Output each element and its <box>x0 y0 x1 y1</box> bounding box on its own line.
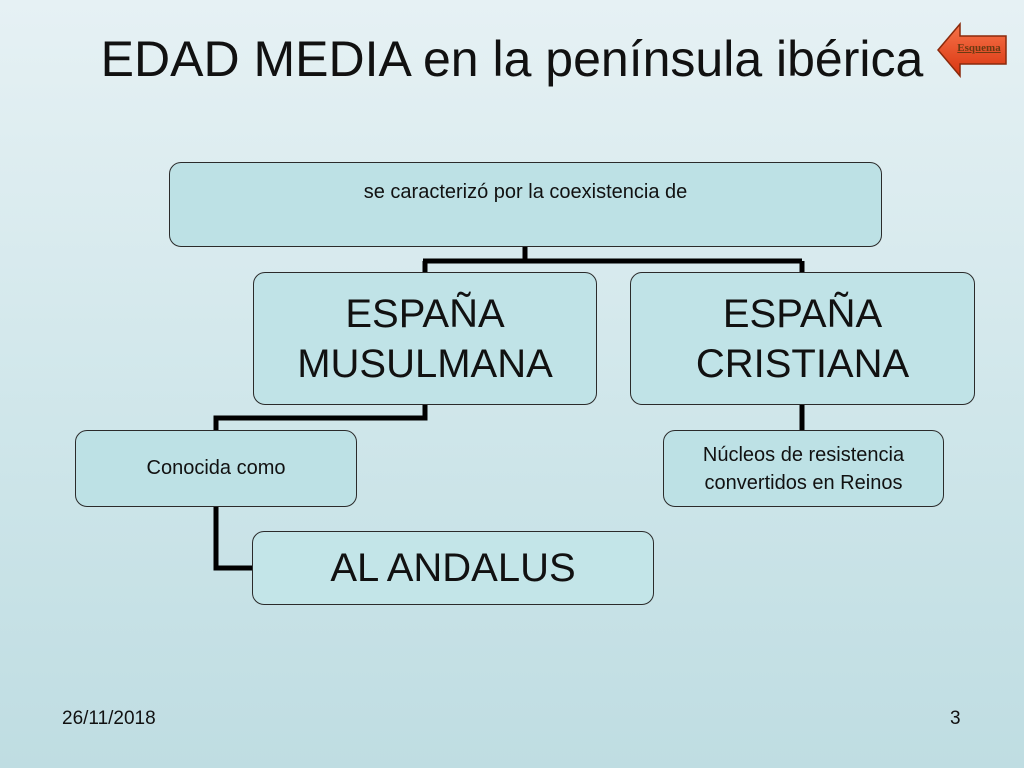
footer-date: 26/11/2018 <box>62 708 156 729</box>
diagram-node-root-label: se caracterizó por la coexistencia de <box>363 181 688 203</box>
esquema-nav-button[interactable]: Esquema <box>936 22 1008 78</box>
diagram-node-nucleos-resistencia: Núcleos de resistencia convertidos en Re… <box>663 430 944 507</box>
diagram-node-espana-cristiana-label: ESPAÑA CRISTIANA <box>695 291 910 386</box>
left-arrow-icon <box>937 22 1007 78</box>
diagram-node-conocida-como-label: Conocida como <box>146 457 286 479</box>
diagram-node-espana-cristiana: ESPAÑA CRISTIANA <box>630 272 975 405</box>
connector-conocida-andalus <box>213 507 252 571</box>
connector-musulmana-conocida <box>213 405 428 430</box>
diagram-node-espana-musulmana: ESPAÑA MUSULMANA <box>253 272 597 405</box>
diagram-node-al-andalus-label: AL ANDALUS <box>330 545 576 590</box>
diagram-node-espana-musulmana-label: ESPAÑA MUSULMANA <box>297 291 553 386</box>
diagram-node-nucleos-resistencia-label: Núcleos de resistencia convertidos en Re… <box>702 443 905 494</box>
esquema-link[interactable]: Esquema <box>957 42 1001 54</box>
diagram-node-al-andalus: AL ANDALUS <box>252 531 654 605</box>
diagram-node-root: se caracterizó por la coexistencia de <box>169 162 882 247</box>
footer-page-number: 3 <box>950 708 961 729</box>
slide-title: EDAD MEDIA en la península ibérica <box>100 31 924 87</box>
diagram-node-conocida-como: Conocida como <box>75 430 357 507</box>
